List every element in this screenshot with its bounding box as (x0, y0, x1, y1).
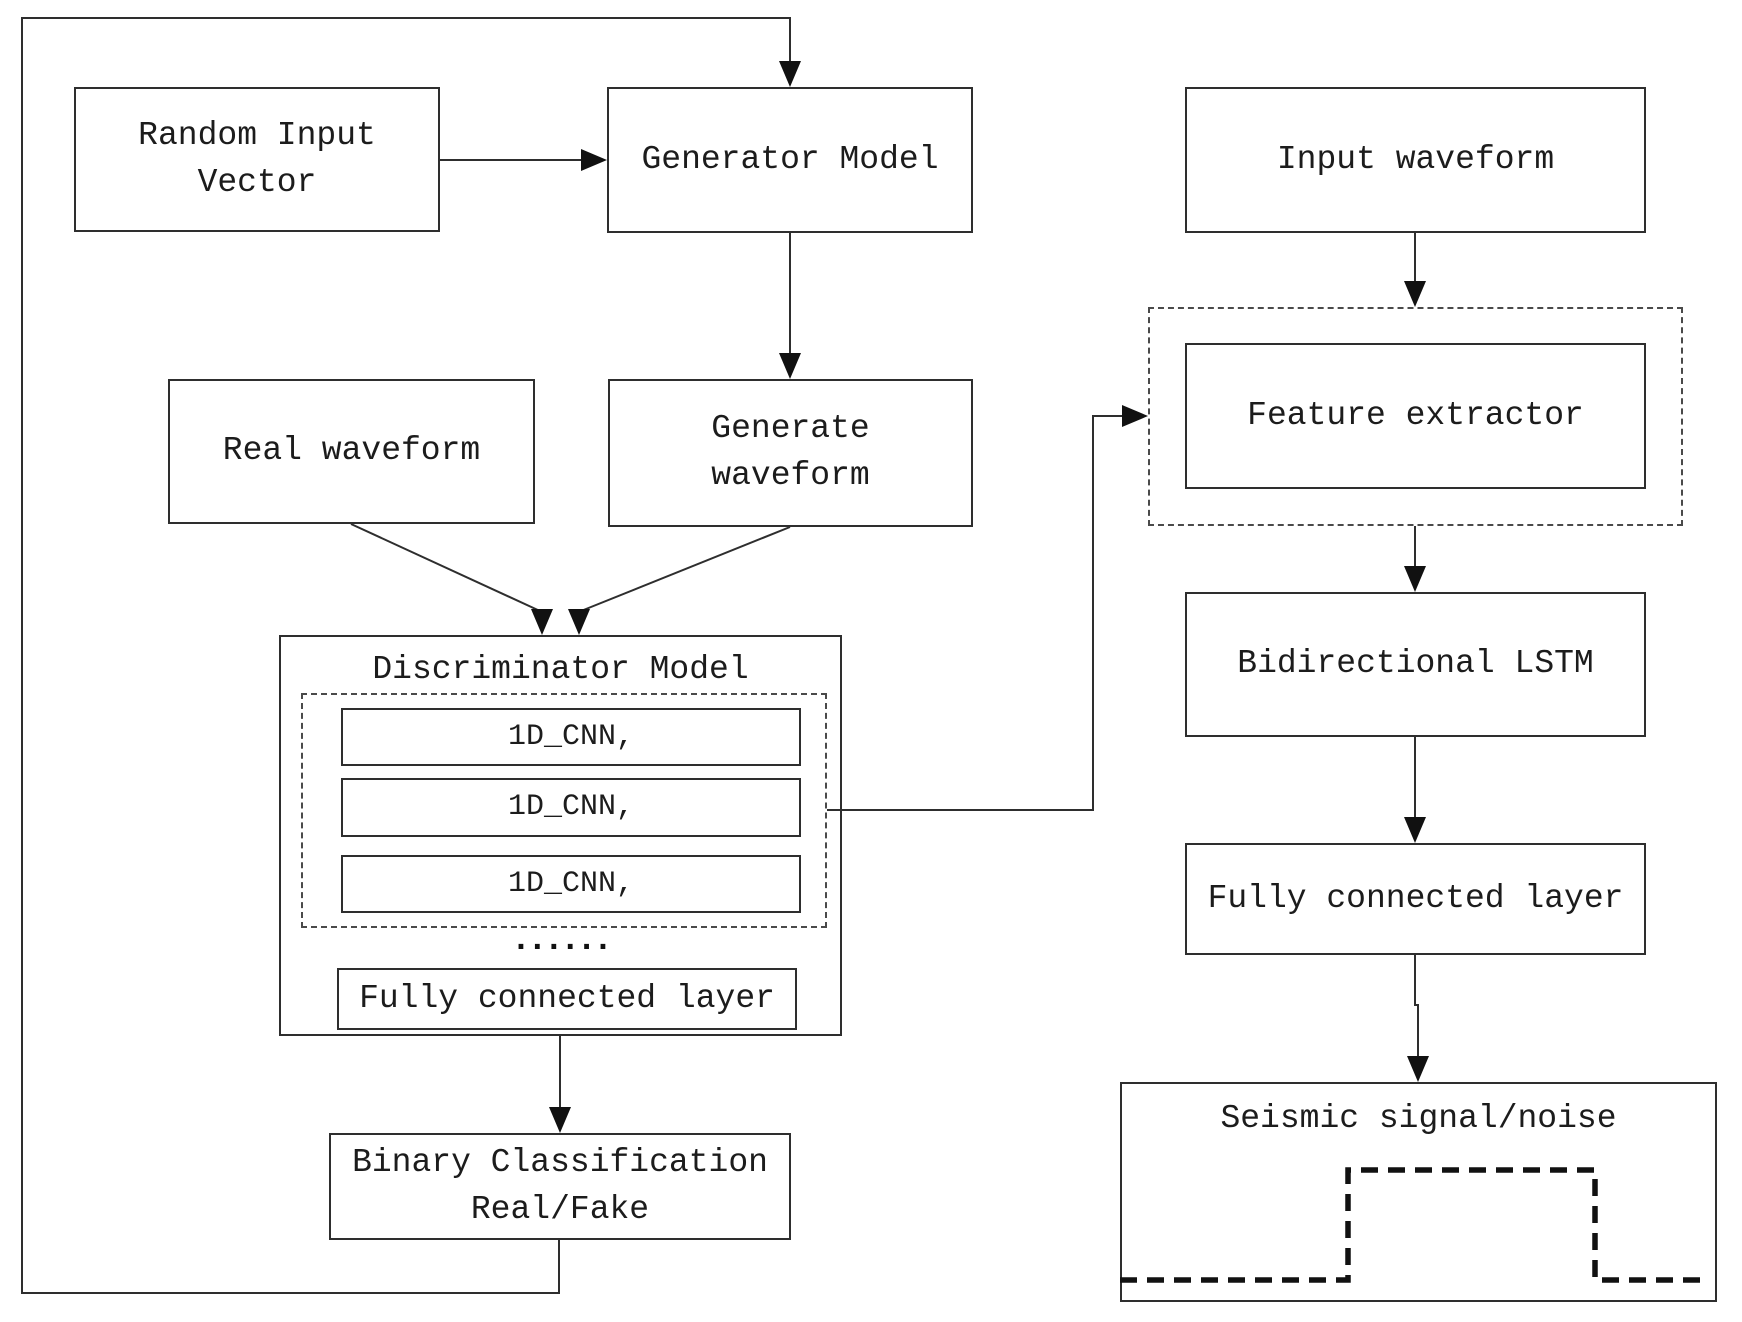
node-label: 1D_CNN, (507, 866, 635, 901)
arrow-generator-to-generate-waveform (779, 233, 801, 379)
feature-extractor-group (1148, 307, 1683, 526)
arrow-real-waveform-to-discriminator (350, 523, 553, 635)
node-label: Real/Fake (470, 1190, 650, 1228)
arrow-generate-waveform-to-discriminator (568, 526, 791, 635)
node-1d-cnn-3: 1D_CNN, (341, 855, 801, 913)
node-discriminator-fully-connected: Fully connected layer (337, 968, 797, 1030)
node-label: Generate (711, 410, 870, 448)
discriminator-title: Discriminator Model (372, 651, 749, 688)
node-label: 1D_CNN, (507, 790, 635, 825)
node-real-waveform: Real waveform (168, 379, 535, 524)
node-generate-waveform: Generate waveform (608, 379, 973, 527)
arrow-input-waveform-to-feature-group (1404, 233, 1426, 307)
node-1d-cnn-2: 1D_CNN, (341, 778, 801, 837)
node-label: Real waveform (222, 432, 481, 470)
node-input-waveform: Input waveform (1185, 87, 1646, 233)
node-1d-cnn-1: 1D_CNN, (341, 708, 801, 766)
arrow-feature-group-to-lstm (1404, 526, 1426, 592)
node-label: Vector (197, 163, 317, 201)
node-random-input-vector: Random Input Vector (74, 87, 440, 232)
node-label: waveform (711, 457, 870, 494)
node-binary-classification: Binary Classification Real/Fake (329, 1133, 791, 1240)
arrow-random-to-generator (440, 149, 607, 171)
arrow-discriminator-to-binary (549, 1036, 571, 1133)
node-label: Fully connected layer (359, 979, 775, 1017)
node-label: Fully connected layer (1207, 879, 1624, 917)
node-feature-extractor: Feature extractor (1185, 343, 1646, 489)
node-label: Random Input (138, 116, 376, 154)
ellipsis-dots: ······ (510, 929, 613, 967)
node-label: Seismic signal/noise (1220, 1100, 1617, 1137)
node-seismic-signal-noise: Seismic signal/noise (1120, 1082, 1717, 1302)
arrow-fully-connected-to-seismic (1407, 955, 1429, 1082)
node-generator-model: Generator Model (607, 87, 973, 233)
node-label: Feature extractor (1247, 396, 1584, 434)
node-label: Bidirectional LSTM (1237, 645, 1594, 683)
node-bidirectional-lstm: Bidirectional LSTM (1185, 592, 1646, 737)
node-label: 1D_CNN, (507, 719, 635, 754)
node-label: Input waveform (1276, 140, 1555, 178)
arrow-lstm-to-fully-connected (1404, 737, 1426, 843)
node-label: Generator Model (641, 140, 939, 178)
node-fully-connected-layer: Fully connected layer (1185, 843, 1646, 955)
node-label: Binary Classification (352, 1143, 768, 1181)
